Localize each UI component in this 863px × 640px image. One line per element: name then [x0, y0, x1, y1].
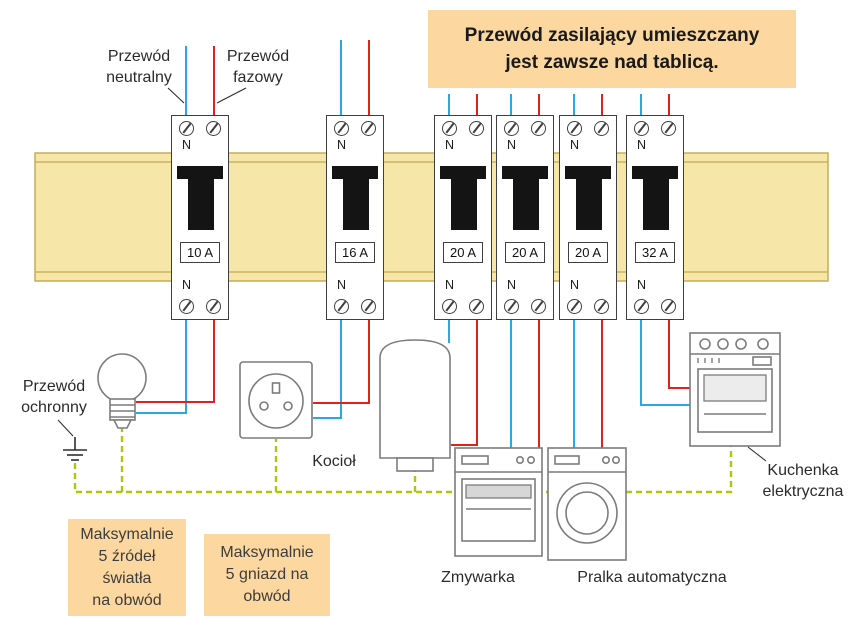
neutral-terminal-label: N: [337, 278, 347, 292]
terminal-screw-icon: [361, 299, 376, 314]
neutral-terminal-label: N: [637, 278, 647, 292]
light-bulb-icon: [97, 353, 147, 429]
terminal-screw-icon: [567, 299, 582, 314]
dishwasher-label: Zmywarka: [441, 569, 515, 586]
breaker-switch-bar: [632, 166, 678, 179]
terminal-screw-icon: [504, 299, 519, 314]
terminal-screw-icon: [661, 121, 676, 136]
terminal-screw-icon: [469, 299, 484, 314]
terminal-screw-icon: [634, 121, 649, 136]
neutral-wire-label: Przewód neutralny: [106, 48, 172, 86]
terminal-screw-icon: [206, 121, 221, 136]
breaker-toggle: [188, 179, 214, 230]
terminal-screw-icon: [206, 299, 221, 314]
circuit-breaker-2: N 16 A N: [326, 115, 384, 320]
breaker-rating: 20 A: [505, 242, 545, 263]
terminal-screw-icon: [594, 299, 609, 314]
label-leader-lines: [57, 87, 767, 462]
neutral-terminal-label: N: [637, 138, 647, 152]
breaker-rating: 10 A: [180, 242, 220, 263]
breaker-toggle: [343, 179, 369, 230]
neutral-terminal-label: N: [445, 278, 455, 292]
neutral-terminal-label: N: [507, 278, 517, 292]
protective-earth-wires: [73, 428, 733, 494]
neutral-terminal-label: N: [182, 278, 192, 292]
terminal-screw-icon: [334, 299, 349, 314]
breaker-switch-bar: [440, 166, 486, 179]
neutral-terminal-label: N: [570, 138, 580, 152]
din-rail: [34, 152, 829, 282]
terminal-screw-icon: [531, 121, 546, 136]
breaker-toggle: [513, 179, 539, 230]
boiler-label: Kocioł: [312, 453, 356, 470]
neutral-terminal-label: N: [445, 138, 455, 152]
breaker-switch-bar: [565, 166, 611, 179]
breaker-switch-bar: [177, 166, 223, 179]
ground-symbol-icon: [63, 437, 87, 461]
electric-cooker-icon: [689, 332, 781, 447]
washing-machine-icon: [547, 447, 627, 561]
breaker-rating: 20 A: [568, 242, 608, 263]
terminal-screw-icon: [661, 299, 676, 314]
terminal-screw-icon: [442, 299, 457, 314]
breaker-toggle: [451, 179, 477, 230]
protective-wire-label: Przewód ochronny: [21, 378, 87, 416]
note-max-sockets: Maksymalnie 5 gniazd na obwód: [204, 534, 330, 616]
breaker-rating: 16 A: [335, 242, 375, 263]
terminal-screw-icon: [634, 299, 649, 314]
phase-wire-label: Przewód fazowy: [226, 48, 290, 86]
neutral-terminal-label: N: [337, 138, 347, 152]
breaker-toggle: [643, 179, 669, 230]
breaker-rating: 32 A: [635, 242, 675, 263]
breaker-switch-bar: [502, 166, 548, 179]
neutral-terminal-label: N: [182, 138, 192, 152]
terminal-screw-icon: [179, 121, 194, 136]
breaker-switch-bar: [332, 166, 378, 179]
circuit-breaker-6: N 32 A N: [626, 115, 684, 320]
circuit-breaker-5: N 20 A N: [559, 115, 617, 320]
terminal-screw-icon: [594, 121, 609, 136]
neutral-terminal-label: N: [570, 278, 580, 292]
terminal-screw-icon: [442, 121, 457, 136]
terminal-screw-icon: [567, 121, 582, 136]
wall-socket-icon: [239, 361, 313, 439]
banner-note: Przewód zasilający umieszczany jest zaws…: [428, 10, 796, 88]
breaker-rating: 20 A: [443, 242, 483, 263]
terminal-screw-icon: [334, 121, 349, 136]
circuit-breaker-4: N 20 A N: [496, 115, 554, 320]
circuit-breaker-3: N 20 A N: [434, 115, 492, 320]
washer-label: Pralka automatyczna: [577, 569, 727, 586]
terminal-screw-icon: [179, 299, 194, 314]
neutral-wires: [136, 40, 691, 449]
terminal-screw-icon: [531, 299, 546, 314]
terminal-screw-icon: [469, 121, 484, 136]
breaker-toggle: [576, 179, 602, 230]
neutral-terminal-label: N: [507, 138, 517, 152]
phase-wires: [136, 40, 691, 449]
terminal-screw-icon: [361, 121, 376, 136]
terminal-screw-icon: [504, 121, 519, 136]
cooker-label: Kuchenka elektryczna: [762, 462, 844, 500]
note-max-lights: Maksymalnie 5 źródeł światła na obwód: [68, 519, 186, 616]
dishwasher-icon: [454, 447, 543, 557]
boiler-icon: [379, 339, 451, 472]
circuit-breaker-1: N 10 A N: [171, 115, 229, 320]
